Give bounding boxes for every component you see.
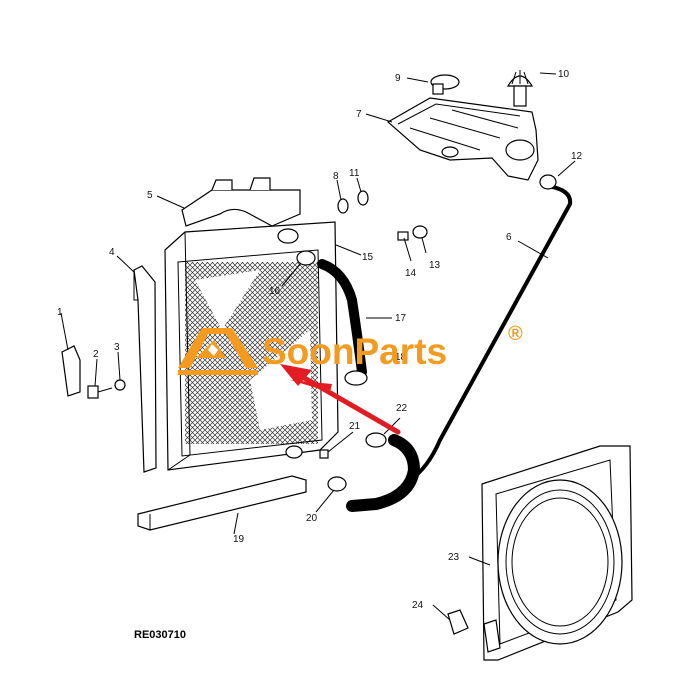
watermark-text: SoonParts	[262, 331, 447, 372]
callout-23: 23	[448, 552, 460, 563]
callout-8: 8	[333, 171, 339, 182]
callout-21: 21	[349, 421, 361, 432]
callout-18: 18	[395, 352, 407, 363]
callout-19: 19	[233, 534, 245, 545]
callout-14: 14	[405, 268, 417, 279]
side-seal	[133, 265, 157, 473]
upper-hose	[317, 259, 367, 377]
leader-lines	[60, 72, 576, 621]
small-bracket	[61, 345, 81, 397]
callout-11: 11	[349, 168, 360, 179]
callout-1: 1	[57, 307, 63, 318]
bolt-2	[87, 385, 113, 399]
red-pointer-arrow	[280, 364, 401, 435]
tank-cap-9	[430, 74, 460, 95]
watermark-logo: SoonParts ®	[178, 323, 523, 375]
fan-shroud	[481, 445, 633, 661]
clamps	[319, 174, 557, 492]
callout-3: 3	[114, 342, 120, 353]
callout-5: 5	[147, 190, 153, 201]
callout-6: 6	[506, 232, 512, 243]
callout-4: 4	[109, 247, 115, 258]
radiator-core	[164, 221, 339, 471]
callout-22: 22	[396, 403, 408, 414]
callout-9: 9	[395, 73, 401, 84]
overflow-tank	[386, 97, 539, 181]
tank-cap-10	[506, 70, 534, 107]
callout-10: 10	[558, 69, 570, 80]
radiator-bracket	[181, 177, 301, 227]
diagram-code: RE030710	[134, 629, 186, 641]
overflow-hose	[408, 184, 573, 482]
callout-16: 16	[269, 286, 281, 297]
callout-20: 20	[306, 513, 318, 524]
callout-7: 7	[356, 109, 362, 120]
watermark-logo-icon	[178, 328, 258, 375]
callout-15: 15	[362, 252, 374, 263]
callout-12: 12	[571, 151, 583, 162]
callout-24: 24	[412, 600, 424, 611]
bottom-support-bar	[137, 475, 307, 531]
callout-13: 13	[429, 260, 441, 271]
washer-3	[114, 379, 126, 391]
callout-2: 2	[93, 349, 99, 360]
lower-hose	[346, 434, 420, 512]
shroud-bracket	[447, 609, 501, 653]
watermark-registered: ®	[508, 323, 523, 345]
callout-numbers: 1 2 3 4 5 6 7 8 9 10 11 12 13 14 15 16 1…	[57, 69, 583, 611]
callout-17: 17	[395, 313, 407, 324]
